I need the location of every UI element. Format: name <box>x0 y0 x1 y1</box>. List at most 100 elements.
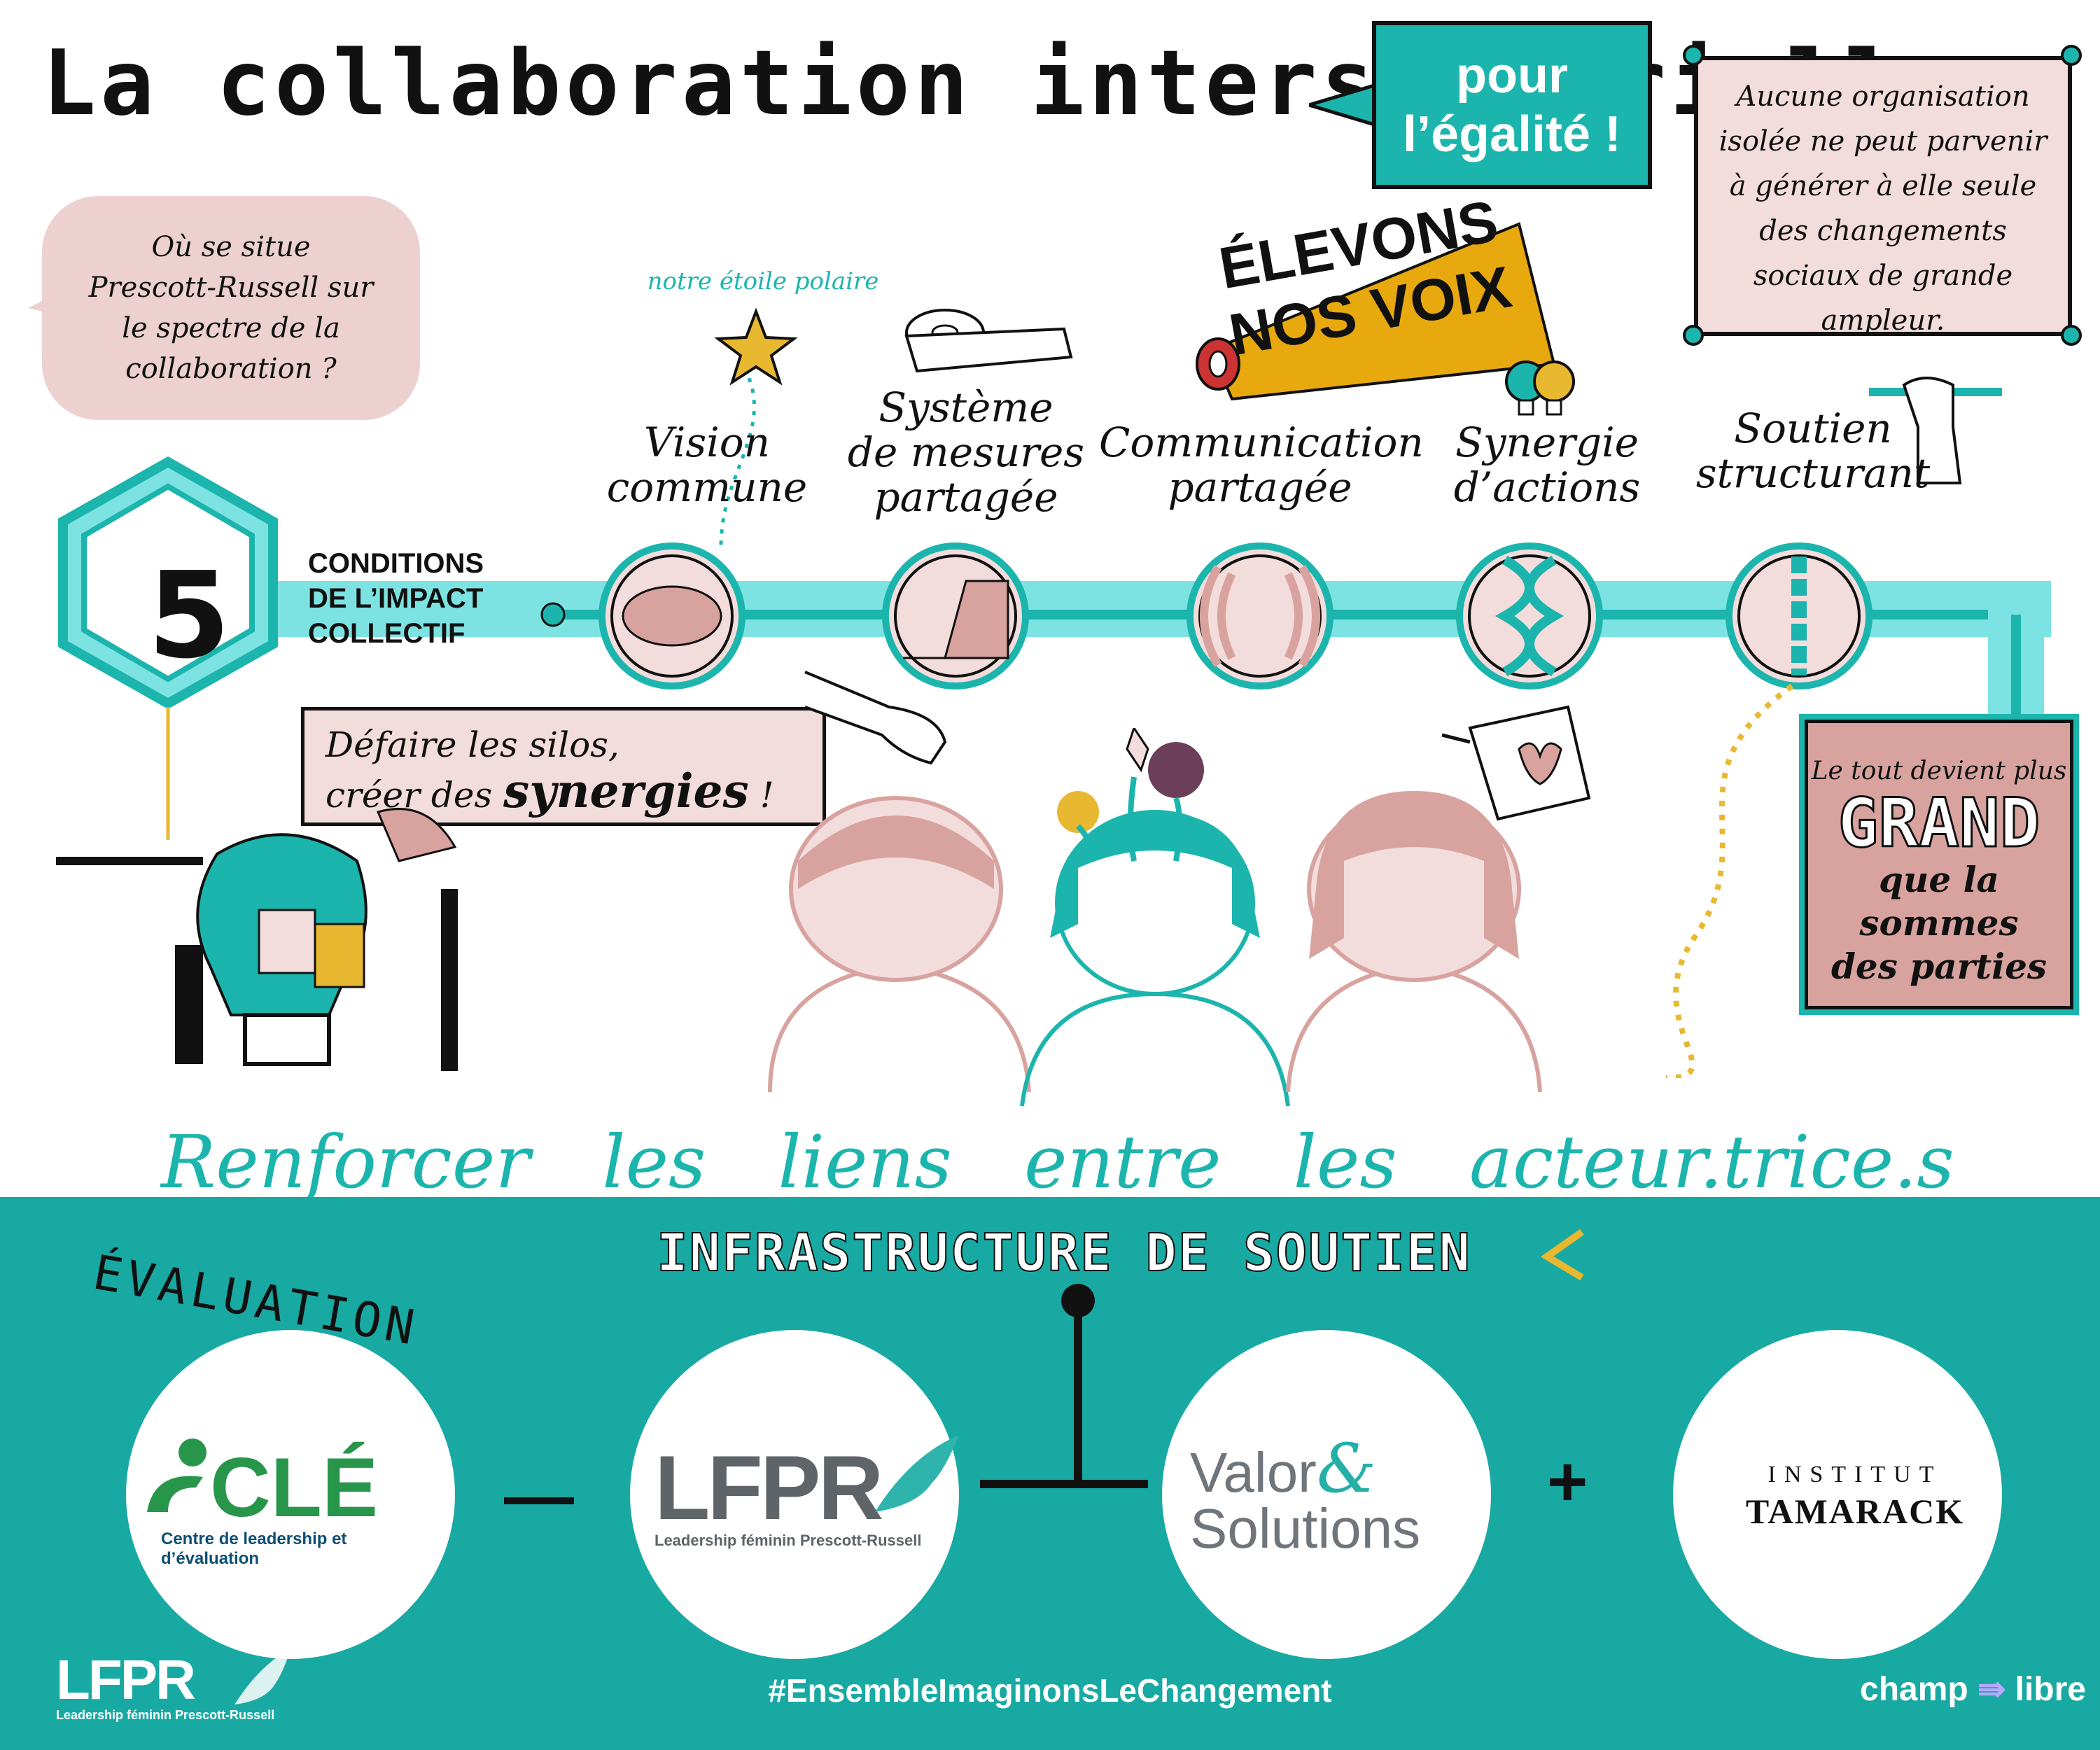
logo-cle-circle <box>126 1330 455 1659</box>
condition-label-line: Vision <box>643 419 770 466</box>
equality-tag-line2: l’égalité ! <box>1402 106 1622 162</box>
star-icon <box>714 308 798 385</box>
condition-label-line: partagée <box>874 473 1058 521</box>
logo-lfpr-name: LFPR <box>654 1436 883 1539</box>
condition-label-line: Système <box>878 384 1054 431</box>
condition-circle-soutien <box>1726 542 1872 690</box>
renforcer-word: acteur.trice.s <box>1469 1119 1954 1205</box>
condition-label-communication: Communication partagée <box>1099 419 1424 518</box>
infrastructure-title: INFRASTRUCTURE DE SOUTIEN <box>656 1222 1471 1284</box>
grand-line4: des parties <box>1830 946 2047 987</box>
logo-valor-circle <box>1162 1330 1491 1659</box>
renforcer-banner: Renforcer les liens entre les acteur.tri… <box>161 1110 2051 1214</box>
question-line: collaboration ? <box>125 353 337 385</box>
quote-line: à générer à elle seule <box>1729 170 2037 202</box>
condition-label-line: commune <box>606 463 808 511</box>
watering-can-icon <box>1442 705 1591 821</box>
arrow-icon <box>1540 1228 1584 1281</box>
logo-tamarack-line1: INSTITUT <box>1768 1462 1942 1488</box>
condition-circle-mesures <box>882 542 1029 690</box>
silos-line2-suffix: ! <box>760 775 774 816</box>
connector-icon <box>980 1284 1148 1488</box>
logo-lfpr-sub: Leadership féminin Prescott-Russell <box>654 1532 922 1549</box>
logo-cle-name: CLÉ <box>210 1441 378 1534</box>
hand-icon <box>804 671 947 765</box>
champ-word: champ <box>1860 1671 1968 1708</box>
silos-line2-big: synergies <box>503 764 749 818</box>
hashtag: #EnsembleImaginonsLeChangement <box>768 1672 1332 1709</box>
logo-tamarack-circle <box>1673 1330 2002 1659</box>
condition-label-line: Communication <box>1099 419 1424 466</box>
quote-line: Aucune organisation <box>1736 80 2030 113</box>
condition-circle-synergie <box>1456 542 1603 690</box>
champ-libre-logo: champ ⇛ libre <box>1792 1670 2086 1718</box>
condition-label-line: d’actions <box>1453 463 1641 511</box>
quote-line: sociaux de grande <box>1753 260 2013 292</box>
conditions-pipeline <box>58 456 2051 1078</box>
logo-valor-line2: Solutions <box>1190 1497 1421 1560</box>
quote-line: des changements <box>1759 215 2007 247</box>
pin-icon <box>2061 325 2082 346</box>
renforcer-word: les <box>1293 1119 1397 1205</box>
question-bubble-tail <box>28 287 70 318</box>
renforcer-word: liens <box>778 1119 952 1205</box>
question-line: Prescott-Russell sur <box>88 272 374 304</box>
lightbulbs-icon <box>1505 360 1575 416</box>
equality-tag-line1: pour <box>1456 48 1568 104</box>
pipeline-start-dot <box>540 602 566 627</box>
conditions-label-line: COLLECTIF <box>308 618 465 649</box>
wing-icon <box>875 1435 959 1512</box>
page-title: La collaboration intersectorielle <box>42 31 1961 136</box>
conditions-label-line: DE L’IMPACT <box>308 583 484 614</box>
raised-fist-icon <box>1869 377 2002 484</box>
conditions-number: 5 <box>147 547 231 685</box>
logo-valor-word: Valor <box>1190 1441 1317 1504</box>
arrow-right-icon: ⇛ <box>1977 1671 2006 1708</box>
question-line: Où se situe <box>151 231 311 263</box>
quote-line: isolée ne peut parvenir <box>1718 125 2047 158</box>
grand-box: Le tout devient plus GRAND que la sommes… <box>1799 714 2079 1015</box>
renforcer-word: les <box>602 1119 706 1205</box>
condition-label-mesures: Système de mesures partagée <box>826 385 1106 525</box>
renforcer-word: entre <box>1023 1119 1222 1205</box>
grand-big: GRAND <box>1837 784 2041 862</box>
libre-word: libre <box>2015 1671 2086 1708</box>
condition-label-line: Soutien <box>1734 405 1892 452</box>
grand-line1: Le tout devient plus <box>1811 757 2067 785</box>
footer-lfpr-logo: LFPR <box>56 1648 196 1711</box>
condition-label-line: structurant <box>1695 449 1931 497</box>
measuring-tape-icon <box>904 309 1073 373</box>
footer-lfpr-sub: Leadership féminin Prescott-Russell <box>56 1708 275 1722</box>
logo-valor-amp: & <box>1316 1429 1377 1508</box>
condition-label-line: partagée <box>1168 463 1352 511</box>
renforcer-word: Renforcer <box>161 1119 531 1205</box>
conditions-label-line: CONDITIONS <box>308 548 484 579</box>
equality-tag: pour l’égalité ! <box>1372 21 1652 189</box>
pin-icon <box>1683 325 1704 346</box>
condition-label-line: de mesures <box>847 428 1085 476</box>
person-center <box>1020 810 1290 1107</box>
question-bubble: Où se situe Prescott-Russell sur le spec… <box>42 196 420 420</box>
plus-sign: + <box>1547 1443 1588 1521</box>
logo-valor: Valor& Solutions <box>1190 1435 1484 1581</box>
condition-label-vision: Vision commune <box>581 420 833 518</box>
silos-speech-box: Défaire les silos, créer des synergies ! <box>301 707 826 826</box>
title-pointer <box>1309 82 1379 128</box>
condition-circle-vision <box>598 542 746 690</box>
dotted-path <box>1665 683 1794 1078</box>
pin-icon <box>2061 45 2082 66</box>
megaphone-icon <box>1196 222 1556 401</box>
logo-valor-line1: Valor& <box>1190 1435 1484 1504</box>
cle-logo-icon <box>147 1438 206 1512</box>
grand-line3: sommes <box>1859 902 2019 944</box>
silos-line1: Défaire les silos, <box>326 724 620 765</box>
question-line: le spectre de la <box>122 312 340 344</box>
grand-line2: que la <box>1879 859 1999 900</box>
logo-cle-sub: Centre de leadership et d’évaluation <box>161 1530 347 1568</box>
condition-circle-communication <box>1186 542 1334 690</box>
logo-tamarack-line2: TAMARACK <box>1745 1492 1965 1531</box>
conditions-label: CONDITIONS DE L’IMPACT COLLECTIF <box>308 546 539 658</box>
north-star-label: notre étoile polaire <box>647 267 879 295</box>
quote-box: Aucune organisation isolée ne peut parve… <box>1694 56 2072 337</box>
flowers-icon <box>1057 728 1204 862</box>
